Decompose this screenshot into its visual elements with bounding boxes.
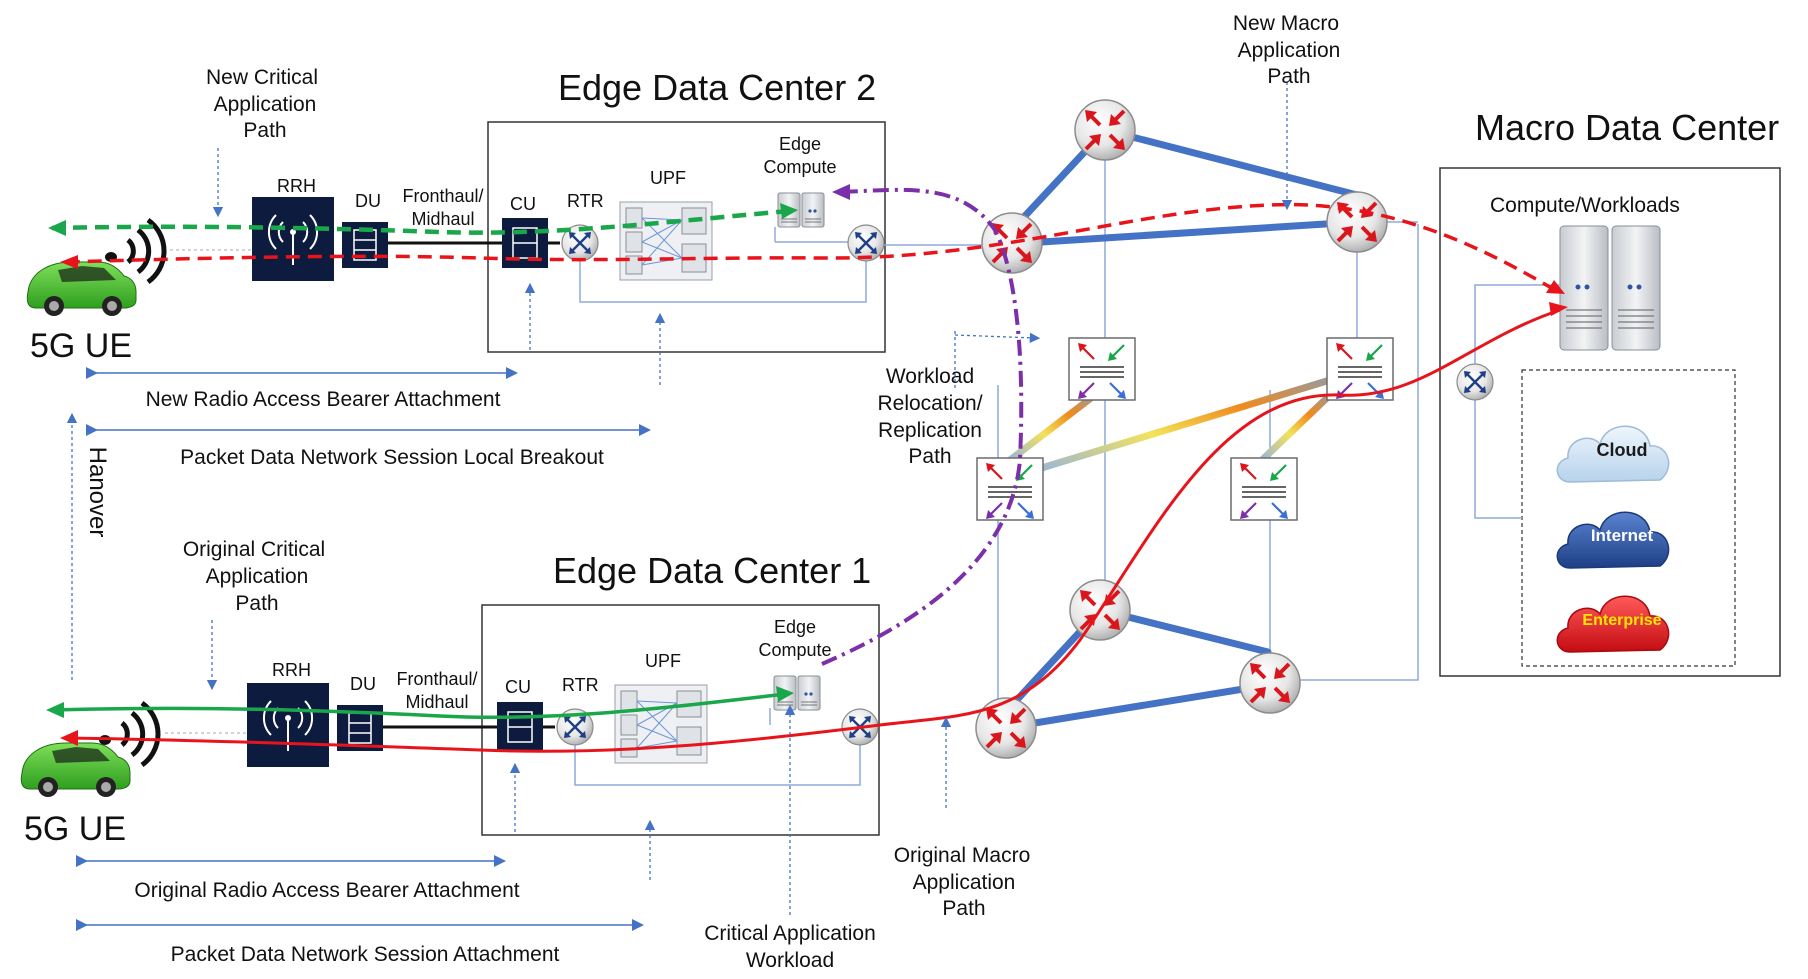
- edge-compute-label: Edge: [779, 134, 821, 154]
- fronthaul-label: Midhaul: [405, 692, 468, 712]
- new-rab-label: New Radio Access Bearer Attachment: [146, 388, 501, 411]
- new-critical-path-label: Path: [243, 119, 286, 142]
- car-icon: [20, 742, 131, 797]
- upf-label: UPF: [650, 168, 686, 188]
- cloud-label: Cloud: [1597, 440, 1648, 460]
- new-macro-application-path: [67, 202, 1556, 292]
- ue-label: 5G UE: [30, 327, 132, 365]
- hanover-label: Hanover: [84, 447, 111, 538]
- core-router-icon: [974, 696, 1038, 760]
- new-macro-path-label: Application: [1238, 39, 1341, 62]
- new-macro-path-label: New Macro: [1233, 12, 1339, 35]
- rrh-label: RRH: [272, 660, 311, 680]
- enterprise-label: Enterprise: [1582, 612, 1661, 629]
- wireless-waves-icon: [105, 217, 167, 285]
- original-macro-application-path: [67, 308, 1561, 753]
- workload-relocation-label: Workload: [886, 365, 974, 388]
- rtr-label: RTR: [567, 191, 604, 211]
- new-critical-path-label: New Critical: [206, 66, 318, 89]
- compute-workloads-label: Compute/Workloads: [1490, 194, 1680, 217]
- critical-workload-label: Workload: [746, 949, 834, 972]
- original-critical-application-path: [51, 692, 787, 720]
- fronthaul-label: Midhaul: [411, 209, 474, 229]
- car-icon: [26, 261, 137, 316]
- du-label: DU: [355, 191, 381, 211]
- critical-workload-label: Critical Application: [704, 922, 876, 945]
- rtr-label: RTR: [562, 675, 599, 695]
- ue-label: 5G UE: [24, 810, 126, 848]
- core-router-icon: [1325, 190, 1389, 254]
- cu-label: CU: [505, 677, 531, 697]
- internet-label: Internet: [1591, 526, 1654, 545]
- fronthaul-label: Fronthaul/: [396, 669, 477, 689]
- edge-dc2-box: [487, 121, 886, 353]
- original-critical-path-label: Original Critical: [183, 538, 325, 561]
- workload-relocation-label: Path: [908, 445, 951, 468]
- compute-workloads-server-icon: [1559, 225, 1661, 351]
- original-critical-path-label: Application: [206, 565, 309, 588]
- new-critical-application-path: [51, 208, 791, 235]
- cu-icon: [497, 702, 543, 752]
- original-macro-path-label: Application: [913, 871, 1016, 894]
- upf-label: UPF: [645, 651, 681, 671]
- original-macro-path-label: Original Macro: [894, 844, 1031, 867]
- internet-icon: [1556, 511, 1670, 569]
- macro-data-center-box: [1439, 167, 1781, 677]
- rrh-icon: [252, 197, 334, 281]
- original-rab-label: Original Radio Access Bearer Attachment: [134, 879, 519, 902]
- edge-dc1-box: [481, 604, 880, 836]
- core-router-icon: [1238, 651, 1302, 715]
- fronthaul-label: Fronthaul/: [402, 186, 483, 206]
- workload-relocation-path: [821, 187, 1024, 666]
- original-critical-path-label: Path: [235, 592, 278, 615]
- new-critical-path-label: Application: [214, 93, 317, 116]
- upf-icon: [614, 684, 708, 764]
- pdn-attachment-label: Packet Data Network Session Attachment: [171, 943, 560, 966]
- switch-icon: [975, 456, 1045, 522]
- original-macro-path-label: Path: [942, 897, 985, 920]
- core-router-icon: [1073, 98, 1137, 162]
- enterprise-icon: [1556, 595, 1670, 653]
- macro-data-center-title: Macro Data Center: [1475, 107, 1779, 148]
- cloud-icon: [1556, 425, 1670, 483]
- du-label: DU: [350, 674, 376, 694]
- switch-icon: [1229, 456, 1299, 522]
- cu-label: CU: [510, 194, 536, 214]
- edge-compute-label: Compute: [763, 157, 836, 177]
- workload-relocation-label: Replication: [878, 419, 982, 442]
- pdn-local-breakout-label: Packet Data Network Session Local Breako…: [180, 446, 604, 469]
- new-macro-path-label: Path: [1267, 65, 1310, 88]
- edge-router-icon: [846, 223, 886, 263]
- rrh-label: RRH: [277, 176, 316, 196]
- edge-compute-label: Compute: [758, 640, 831, 660]
- edge-dc2-title: Edge Data Center 2: [558, 67, 876, 108]
- edge-compute-label: Edge: [774, 617, 816, 637]
- workload-relocation-label: Relocation/: [877, 392, 982, 415]
- macro-router-icon: [1455, 362, 1495, 402]
- upf-icon: [619, 201, 713, 281]
- switch-icon: [1067, 336, 1137, 402]
- edge-dc1-title: Edge Data Center 1: [553, 550, 871, 591]
- rrh-icon: [247, 683, 329, 767]
